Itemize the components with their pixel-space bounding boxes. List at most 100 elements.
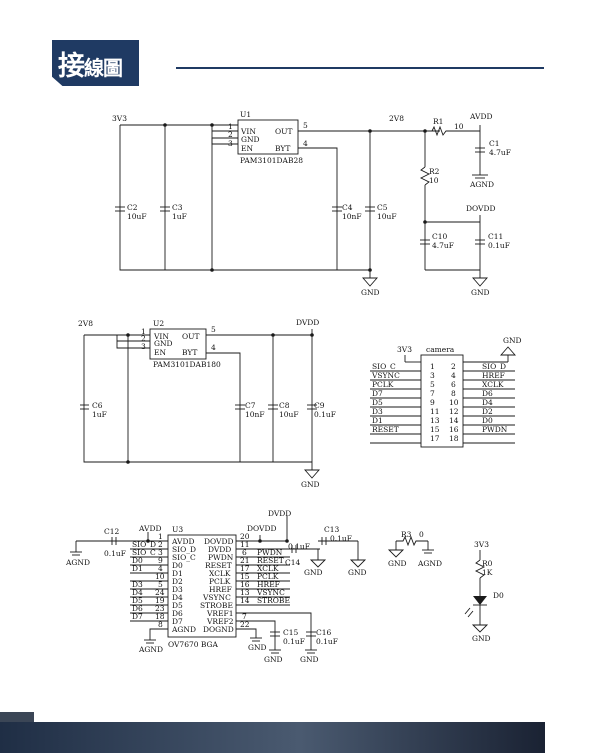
il-7: D4 <box>172 593 183 602</box>
led-gnd: GND <box>472 634 491 643</box>
cam-r-2: XCLK <box>482 380 504 389</box>
c13-val: 0.1uF <box>330 534 352 543</box>
cam-rp-2: 6 <box>451 380 456 389</box>
c7-val: 10nF <box>245 410 265 419</box>
c9-ref: C9 <box>314 401 325 410</box>
ir-5: PCLK <box>209 577 231 586</box>
rnet-1: RESET <box>257 556 284 565</box>
rn-6: 16 <box>240 580 250 589</box>
il-9: D6 <box>172 609 183 618</box>
rnet-2: XCLK <box>257 564 279 573</box>
c11-val: 0.1uF <box>488 241 510 250</box>
cam-rp-6: 14 <box>449 416 459 425</box>
r2-val: 10 <box>429 176 439 185</box>
u1-num-4: 4 <box>303 139 308 148</box>
c2-ref: C2 <box>127 203 138 212</box>
cam-l-6: D1 <box>372 416 383 425</box>
sl-4: D3 <box>132 580 143 589</box>
r0-ref: R0 <box>482 559 493 568</box>
cam-rp-4: 10 <box>449 398 459 407</box>
u1-num-3: 3 <box>228 139 233 148</box>
il-10: D7 <box>172 617 183 626</box>
rn-8: 14 <box>240 596 250 605</box>
c13-ref: C13 <box>324 525 340 534</box>
sl-5: D4 <box>132 588 143 597</box>
u1-pin-en: EN <box>241 144 253 153</box>
ir-7: VSYNC <box>202 593 231 602</box>
cam-l-2: PCLK <box>372 380 394 389</box>
rnet-3: PCLK <box>257 572 279 581</box>
u2-pin-gnd: GND <box>154 339 173 348</box>
cam-3v3: 3V3 <box>397 345 412 354</box>
net-avdd: AVDD <box>469 112 493 121</box>
sn-11: 8 <box>158 620 163 629</box>
ir-11: DOGND <box>203 625 234 634</box>
s-dovdd: DOVDD <box>247 524 276 533</box>
cam-lp-1: 3 <box>430 371 435 380</box>
sn-2: 3 <box>158 548 163 557</box>
sensor-ov7670: U3 AVDD DOVDD DVDD C12 0.1uF AGND C13 0.… <box>65 509 367 664</box>
il-0: AVDD <box>171 537 195 546</box>
footer-tab <box>0 712 34 723</box>
cam-rp-3: 8 <box>451 389 456 398</box>
cam-lp-7: 15 <box>430 425 440 434</box>
sn-8: 19 <box>155 596 165 605</box>
u2-pin-en: EN <box>154 348 166 357</box>
net-2v8-b: 2V8 <box>78 319 93 328</box>
c7-ref: C7 <box>245 401 256 410</box>
u1-pin-byt: BYT <box>275 144 290 153</box>
cam-rp-1: 4 <box>451 371 456 380</box>
il-5: D2 <box>172 577 183 586</box>
c15-val: 0.1uF <box>283 637 305 646</box>
cam-rp-5: 12 <box>449 407 459 416</box>
ir-3: RESET <box>205 561 232 570</box>
c16-val: 0.1uF <box>316 637 338 646</box>
u1-num-5: 5 <box>303 121 308 130</box>
misc-parts: R3 0 GND AGND 3V3 R0 1K D0 GND <box>387 530 504 643</box>
rn-11: 22 <box>240 620 250 629</box>
c11-ref: C11 <box>488 232 503 241</box>
il-8: D5 <box>172 601 183 610</box>
cam-l-1: VSYNC <box>371 371 400 380</box>
c5-val: 10uF <box>377 212 397 221</box>
cam-gnd: GND <box>503 336 522 345</box>
misc-agnd: AGND <box>417 559 442 568</box>
u3-ref: U3 <box>172 525 183 534</box>
cam-r-7: PWDN <box>482 425 508 434</box>
cam-lp-0: 1 <box>430 362 435 371</box>
header-badge <box>52 40 139 86</box>
sl-3: D1 <box>132 564 143 573</box>
u1-pin-out: OUT <box>275 127 292 136</box>
net-dvdd: DVDD <box>296 318 319 327</box>
led-3v3: 3V3 <box>474 540 489 549</box>
cam-lp-5: 11 <box>430 407 440 416</box>
c8-val: 10uF <box>279 410 299 419</box>
il-1: SIO_D <box>172 545 196 554</box>
ir-10: VREF2 <box>206 617 234 626</box>
page-title: 接線圖 <box>58 44 123 83</box>
cam-lp-8: 17 <box>430 434 440 443</box>
u2-num-1: 1 <box>141 327 146 336</box>
rn-3: 21 <box>240 556 250 565</box>
s-gnd-5: GND <box>300 655 319 664</box>
rn-10: 7 <box>242 612 247 621</box>
sn-7: 24 <box>155 588 165 597</box>
u2-num-5: 5 <box>211 325 216 334</box>
ir-8: STROBE <box>200 601 233 610</box>
u2-num-3: 3 <box>141 342 146 351</box>
il-6: D3 <box>172 585 183 594</box>
r0-val: 1K <box>482 568 493 577</box>
u1-num-2: 2 <box>228 130 233 139</box>
u1-pin-vin: VIN <box>240 127 256 136</box>
c16-ref: C16 <box>316 628 332 637</box>
il-2: SIO_C <box>172 553 196 562</box>
page-title-rest: 線圖 <box>84 56 123 80</box>
cam-lp-3: 7 <box>430 389 435 398</box>
sl-0: SIO_D <box>132 540 156 549</box>
page-title-main: 接 <box>58 51 85 82</box>
ir-1: DVDD <box>208 545 231 554</box>
ir-4: XCLK <box>209 569 231 578</box>
ir-2: PWDN <box>208 553 234 562</box>
cam-l-5: D3 <box>372 407 383 416</box>
header-rule <box>176 67 544 69</box>
